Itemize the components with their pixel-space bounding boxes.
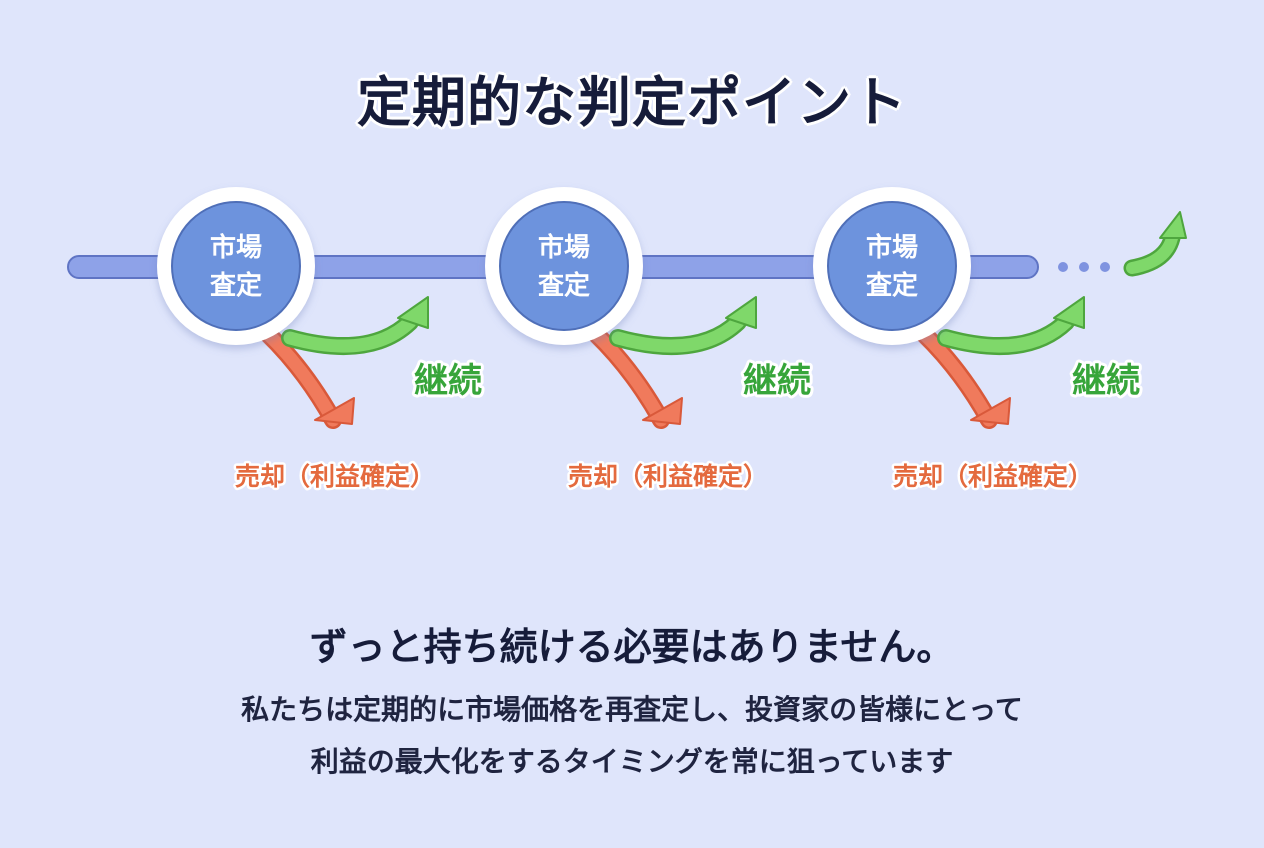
sell-arrow xyxy=(915,325,1011,429)
continue-label: 継続 xyxy=(414,361,482,401)
ellipsis-dot xyxy=(1079,262,1089,272)
headline: ずっと持ち続ける必要はありません。 xyxy=(309,625,955,669)
node-label-line1: 市場 xyxy=(210,232,262,263)
continue-label: 継続 xyxy=(743,361,811,401)
body-line-1: 私たちは定期的に市場価格を再査定し、投資家の皆様にとって xyxy=(241,693,1023,726)
node-label-line2: 査定 xyxy=(538,270,590,301)
timeline-diagram: 市場 査定 継続 売却（利益確定） 市場 査定 継続 売却（利益確定） xyxy=(67,187,1187,494)
node-label-line1: 市場 xyxy=(866,232,918,263)
sell-arrow xyxy=(587,325,683,429)
body-line-2: 利益の最大化をするタイミングを常に狙っています xyxy=(310,745,954,778)
sell-label: 売却（利益確定） xyxy=(568,462,768,491)
ellipsis-dot xyxy=(1100,262,1110,272)
judgement-point-3: 市場 査定 継続 売却（利益確定） xyxy=(813,187,1143,494)
node-label-line2: 査定 xyxy=(210,270,262,301)
continue-arrow xyxy=(937,296,1085,355)
body-text: 私たちは定期的に市場価格を再査定し、投資家の皆様にとって 利益の最大化をするタイ… xyxy=(0,684,1264,788)
final-continue-arrow xyxy=(1123,211,1187,277)
node-circle xyxy=(171,201,301,331)
continue-arrow xyxy=(281,296,429,355)
sell-label: 売却（利益確定） xyxy=(893,462,1093,491)
continue-arrow xyxy=(609,296,757,355)
node-circle xyxy=(827,201,957,331)
judgement-point-2: 市場 査定 継続 売却（利益確定） xyxy=(485,187,814,494)
ellipsis-dot xyxy=(1058,262,1068,272)
sell-label: 売却（利益確定） xyxy=(235,462,435,491)
node-label-line1: 市場 xyxy=(538,232,590,263)
continue-label: 継続 xyxy=(1072,361,1140,401)
node-circle xyxy=(499,201,629,331)
sell-arrow xyxy=(259,325,355,429)
page-title: 定期的な判定ポイント xyxy=(357,71,907,134)
node-label-line2: 査定 xyxy=(866,270,918,301)
judgement-point-1: 市場 査定 継続 売却（利益確定） xyxy=(157,187,485,494)
